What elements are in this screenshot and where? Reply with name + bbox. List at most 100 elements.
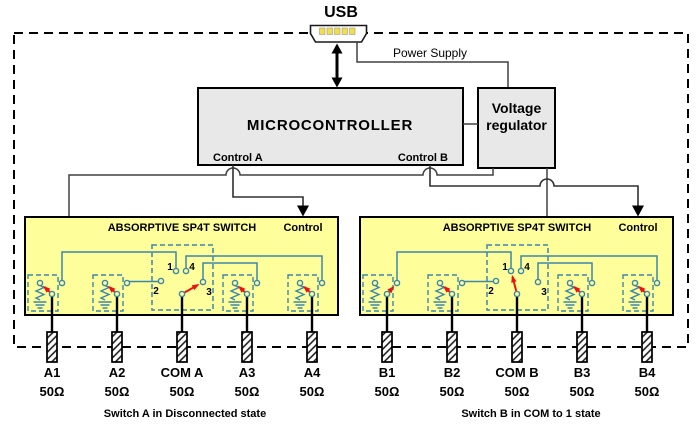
port-impedance-label: 50Ω [235,384,260,399]
port-impedance-label: 50Ω [375,384,400,399]
load-terminal [566,279,574,287]
ground-icon [433,301,447,309]
ground-icon [228,301,242,309]
switch-title: ABSORPTIVE SP4T SWITCH [108,222,257,234]
load-terminal [436,279,444,287]
load-terminal [631,279,639,287]
selector-terminal-1 [172,267,180,275]
port-impedance-label: 50Ω [40,384,65,399]
switch-throw-arrow [572,285,581,293]
ground-icon [293,301,307,309]
port-label: A4 [304,365,321,380]
microcontroller-box [197,87,464,166]
selector-terminal-label-2: 2 [153,286,159,297]
usb-label: USB [324,4,358,21]
through-terminal [123,279,131,287]
control-b-label: Control B [398,152,448,164]
ground-icon [628,301,642,309]
control-a-label: Control A [213,152,263,164]
selector-terminal-3 [199,278,207,286]
switch-pole [578,290,586,298]
port-impedance-label: 50Ω [635,384,660,399]
usb-connector-icon [309,24,368,43]
control-a-wire [232,165,309,217]
signal-wire [396,251,512,281]
selector-terminal-4 [517,267,525,275]
ground-icon [563,301,577,309]
port-connector-icon [306,331,318,363]
port-label: COM B [495,365,538,380]
selector-terminal-label-4: 4 [524,262,530,273]
control-a-arrowhead [297,205,309,217]
port-impedance-label: 50Ω [505,384,530,399]
through-terminal [393,279,401,287]
port-label: B4 [639,365,656,380]
signal-wire [185,255,323,281]
switch-throw-arrow [237,285,246,293]
selector-terminal-label-1: 1 [502,262,508,273]
port-connector-icon [576,331,588,363]
port-connector-icon [511,331,523,363]
port-label: COM A [161,365,204,380]
voltage-regulator-box [477,87,556,169]
selector-terminal-label-2: 2 [488,286,494,297]
switch-throw-arrow [107,285,116,293]
load-terminal [231,279,239,287]
switch-pole [178,290,186,298]
port-connector-icon [111,331,123,363]
port-label: A2 [109,365,126,380]
port-connector-icon [46,331,58,363]
through-terminal [318,279,326,287]
switch-pole [308,290,316,298]
port-connector-icon [381,331,393,363]
switch-pole [643,290,651,298]
selector-terminal-2 [157,277,165,285]
voltage-regulator-label-line1: Voltage [492,100,542,116]
termination-box [622,274,654,312]
control-b-arrowhead [632,205,644,217]
switch-throw-arrow [387,285,395,294]
port-label: A1 [44,365,61,380]
termination-box [92,274,124,312]
termination-box [287,274,319,312]
port-impedance-label: 50Ω [170,384,195,399]
port-connector-icon [446,331,458,363]
selector-terminal-2 [492,277,500,285]
through-terminal [653,279,661,287]
port-label: A3 [239,365,256,380]
switch-throw-arrow [302,285,311,293]
port-connector-icon [241,331,253,363]
selector-terminal-3 [534,278,542,286]
switch-pole [513,290,521,298]
switch-control-label: Control [283,222,322,234]
selector-terminal-label-1: 1 [167,262,173,273]
switch-caption: Switch B in COM to 1 state [461,408,600,420]
load-terminal [371,279,379,287]
port-impedance-label: 50Ω [300,384,325,399]
selector-terminal-1 [507,267,515,275]
termination-box [427,274,459,312]
load-terminal [36,279,44,287]
power-supply-label: Power Supply [393,46,467,60]
switch-title: ABSORPTIVE SP4T SWITCH [443,222,592,234]
port-label: B1 [379,365,396,380]
selector-terminal-label-4: 4 [189,262,195,273]
switch-pole [383,290,391,298]
switch-throw-arrow [184,283,200,294]
through-terminal [253,279,261,287]
control-b-wire [429,165,644,217]
through-terminal [458,279,466,287]
port-impedance-label: 50Ω [105,384,130,399]
selector-terminal-4 [182,267,190,275]
selector-terminal-label-3: 3 [541,287,547,298]
through-terminal [588,279,596,287]
port-connector-icon [176,331,188,363]
switch-throw-arrow [637,285,646,293]
resistor-icon [369,284,381,301]
signal-wire [520,255,658,281]
power-supply-line [356,42,509,88]
switch-pole [113,290,121,298]
